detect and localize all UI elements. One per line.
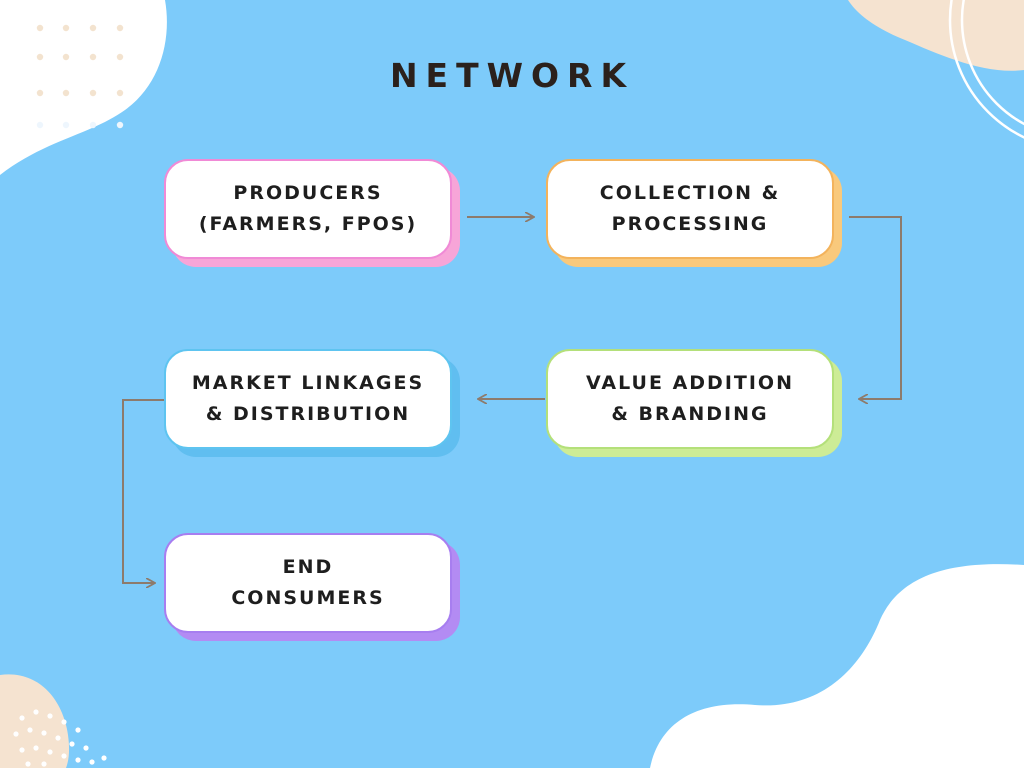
node-value-addition: VALUE ADDITION & BRANDING [546,349,842,457]
bottom-right-blob [650,564,1024,768]
node-collection-label-line-1: COLLECTION & [599,182,781,204]
node-market-linkages: MARKET LINKAGES & DISTRIBUTION [164,349,460,457]
node-value-addition-label-line-1: VALUE ADDITION [586,372,794,394]
node-end-consumers-label-line-2: CONSUMERS [231,587,385,609]
node-collection-box: COLLECTION & PROCESSING [546,159,834,259]
dot-grid-bottom-left [13,709,107,767]
bottom-left-blob [0,674,70,768]
node-market-linkages-label-line-2: & DISTRIBUTION [205,403,411,425]
node-end-consumers: END CONSUMERS [164,533,460,641]
node-collection-label-line-2: PROCESSING [611,213,769,235]
node-value-addition-label-line-2: & BRANDING [611,403,769,425]
node-market-linkages-label-line-1: MARKET LINKAGES [191,372,425,394]
dot-grid-top-left-lower [36,121,124,129]
node-value-addition-box: VALUE ADDITION & BRANDING [546,349,834,449]
dot-grid-top-left [36,24,124,97]
node-producers: PRODUCERS (FARMERS, FPOS) [164,159,460,267]
page-title: NETWORK [389,56,635,95]
node-market-linkages-box: MARKET LINKAGES & DISTRIBUTION [164,349,452,449]
top-left-blob [0,0,167,175]
node-end-consumers-label-line-1: END [282,556,334,578]
node-producers-box: PRODUCERS (FARMERS, FPOS) [164,159,452,259]
node-producers-label-line-1: PRODUCERS [233,182,383,204]
node-producers-label-line-2: (FARMERS, FPOS) [198,213,418,235]
node-collection: COLLECTION & PROCESSING [546,159,842,267]
top-right-rings [948,0,1024,139]
node-end-consumers-box: END CONSUMERS [164,533,452,633]
top-right-blob [848,0,1024,71]
